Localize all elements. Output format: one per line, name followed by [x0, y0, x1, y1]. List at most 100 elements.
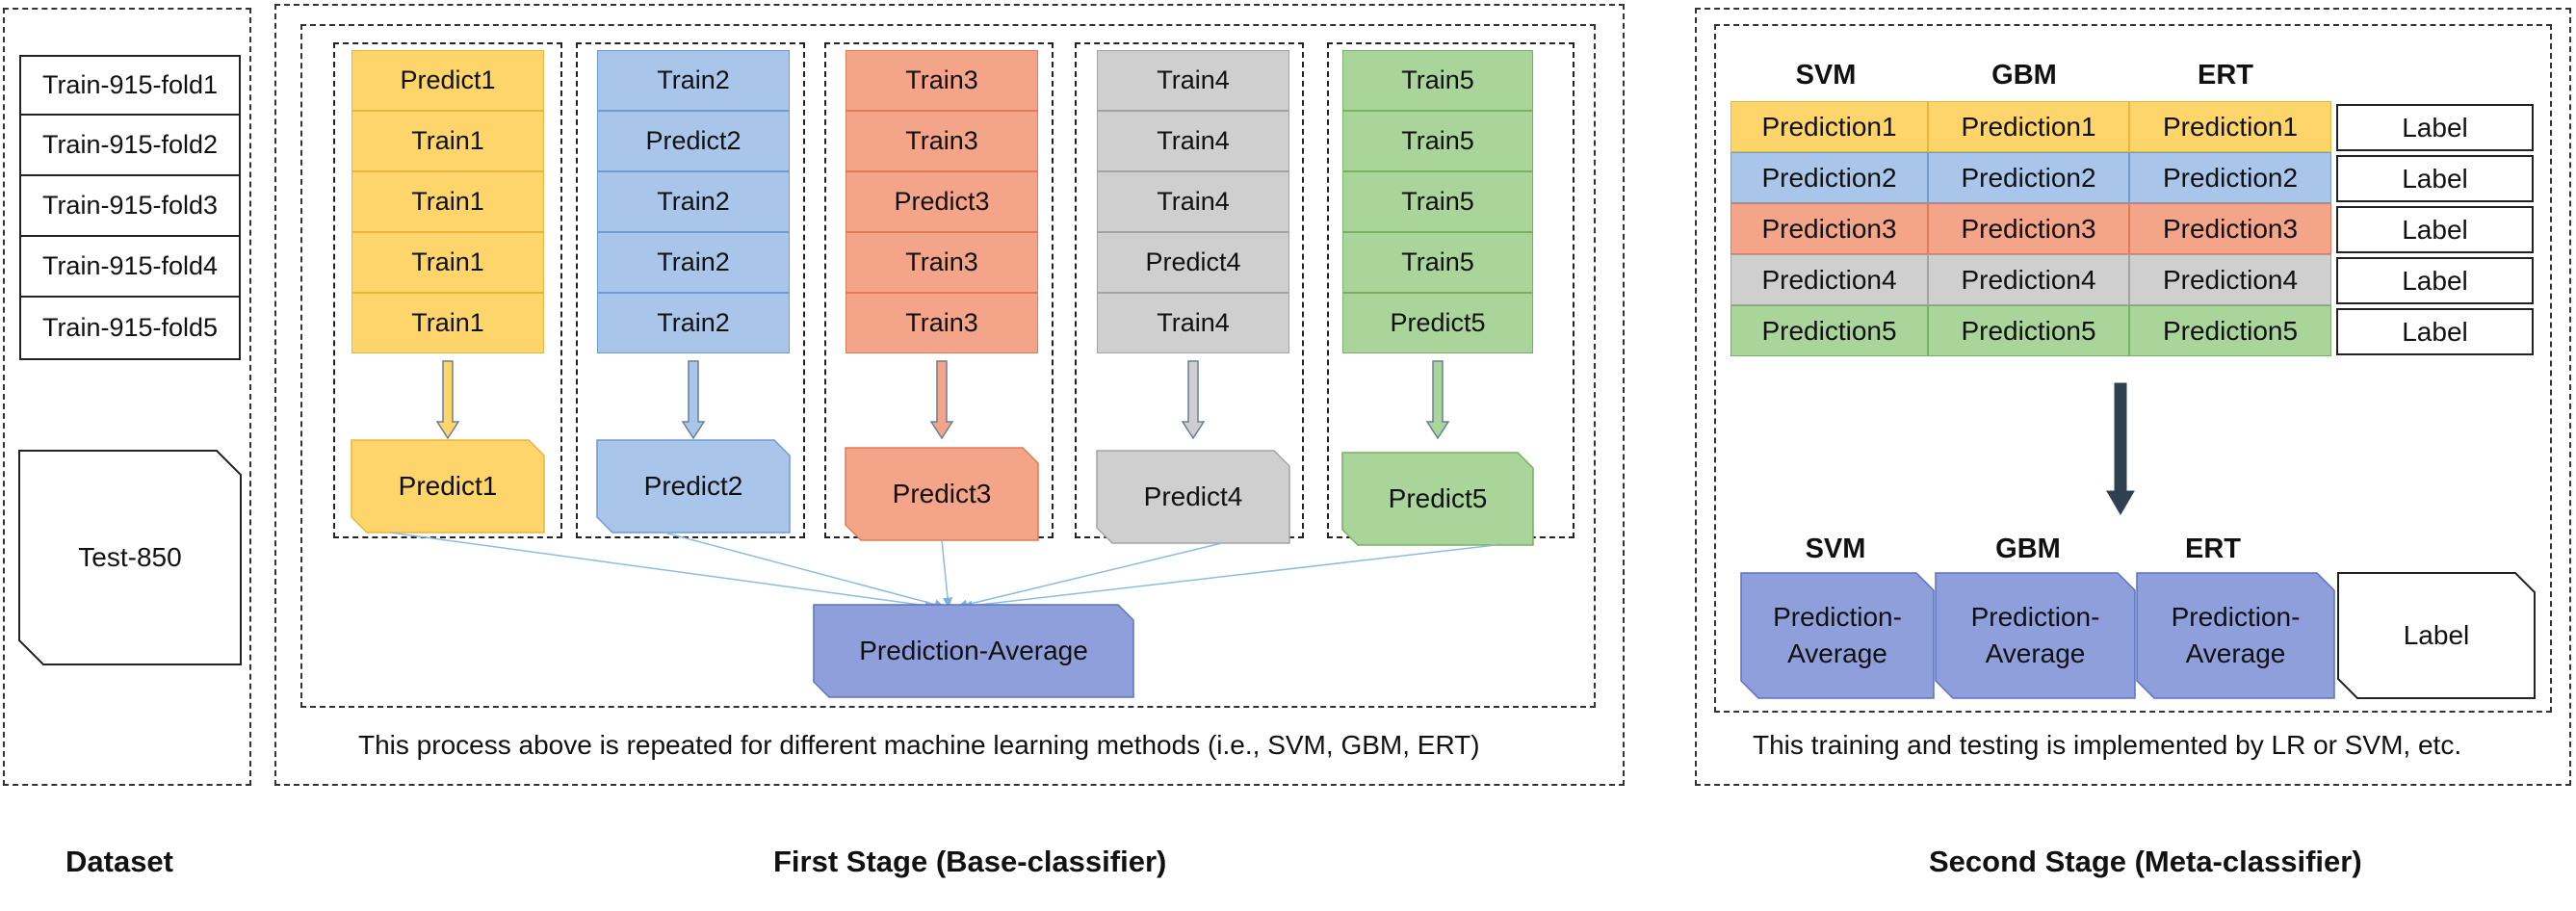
meta-label-1: Label	[2336, 104, 2534, 151]
fold-cell-2-5: Train2	[597, 293, 790, 353]
fold-cell-4: Train-915-fold4	[19, 237, 241, 298]
meta-cell-2-2: Prediction2	[1928, 152, 2129, 203]
down-arrow-1	[435, 360, 460, 440]
output-label-2: Predict2	[643, 471, 743, 501]
meta-label-3: Label	[2336, 206, 2534, 253]
meta-header-ert: ERT	[2198, 59, 2253, 91]
fold-cell-4-2: Train4	[1097, 111, 1289, 171]
output-label-4: Predict4	[1143, 482, 1243, 511]
meta-average-shape-3	[2136, 572, 2335, 699]
fold-cell-3-1: Train3	[846, 50, 1038, 111]
output-label-1: Predict1	[398, 471, 498, 501]
second-stage-inner-box	[1714, 24, 2552, 713]
test-set-label: Test-850	[78, 542, 182, 572]
fold-cell-5: Train-915-fold5	[19, 298, 241, 360]
meta-header-svm: SVM	[1795, 59, 1857, 91]
second-stage-panel	[1695, 8, 2571, 786]
meta-bottom-header-ert: ERT	[2185, 533, 2241, 564]
second-stage-caption: This training and testing is implemented…	[1753, 730, 2462, 760]
fold-cell-2-4: Train2	[597, 232, 790, 293]
converge-line-5	[961, 544, 1496, 612]
fold-cell-1: Train-915-fold1	[19, 55, 241, 116]
fold-cell-1-2: Train1	[351, 111, 544, 171]
meta-label-5: Label	[2336, 308, 2534, 355]
output-shape-2	[596, 439, 791, 534]
meta-cell-5-1: Prediction5	[1730, 305, 1928, 356]
meta-down-arrow	[2106, 382, 2135, 515]
down-arrow-3	[929, 360, 954, 440]
first-stage-caption: This process above is repeated for diffe…	[358, 730, 1480, 760]
fold-cell-4-1: Train4	[1097, 50, 1289, 111]
output-shape-5	[1341, 452, 1534, 546]
meta-average-label-3: Prediction- Average	[2171, 602, 2301, 668]
meta-average-shape-2	[1935, 572, 2136, 699]
dataset-panel	[3, 8, 251, 786]
fold-cell-2-2: Predict2	[597, 111, 790, 171]
meta-bottom-label-shape	[2337, 572, 2536, 699]
second-stage-title: Second Stage (Meta-classifier)	[1929, 845, 2362, 878]
meta-label-2: Label	[2336, 155, 2534, 202]
fold-cell-1-4: Train1	[351, 232, 544, 293]
fold-cell-3-4: Train3	[846, 232, 1038, 293]
fold-cell-4-5: Train4	[1097, 293, 1289, 353]
meta-cell-5-2: Prediction5	[1928, 305, 2129, 356]
output-label-3: Predict3	[892, 479, 992, 508]
prediction-average-label: Prediction-Average	[859, 636, 1088, 665]
fold-cell-3-2: Train3	[846, 111, 1038, 171]
fold-cell-5-4: Train5	[1342, 232, 1533, 293]
meta-cell-2-3: Prediction2	[2129, 152, 2331, 203]
fold-cell-3-5: Train3	[846, 293, 1038, 353]
fold-cell-5-3: Train5	[1342, 171, 1533, 232]
output-shape-3	[845, 447, 1039, 541]
fold-cell-1-5: Train1	[351, 293, 544, 353]
dataset-title: Dataset	[65, 845, 173, 878]
meta-cell-1-2: Prediction1	[1928, 101, 2129, 152]
converge-line-1	[389, 532, 936, 611]
first-stage-panel	[274, 4, 1625, 786]
fold-cell-5-5: Predict5	[1342, 293, 1533, 353]
fold-cell-3-3: Predict3	[846, 171, 1038, 232]
prediction-average-shape	[813, 604, 1134, 698]
test-set-shape	[18, 450, 242, 665]
converge-line-4	[956, 542, 1223, 610]
fold-cell-3: Train-915-fold3	[19, 176, 241, 237]
fold-cell-2-1: Train2	[597, 50, 790, 111]
output-shape-4	[1096, 450, 1290, 544]
first-stage-title: First Stage (Base-classifier)	[773, 845, 1167, 878]
meta-average-label-1: Prediction- Average	[1773, 602, 1902, 668]
fold-column-box-2	[576, 42, 805, 538]
fold-cell-2: Train-915-fold2	[19, 116, 241, 176]
meta-cell-4-1: Prediction4	[1730, 254, 1928, 305]
meta-cell-2-1: Prediction2	[1730, 152, 1928, 203]
down-arrow-2	[681, 360, 706, 440]
fold-cell-1-1: Predict1	[351, 50, 544, 111]
converge-line-2	[664, 532, 946, 610]
down-arrow-5	[1425, 360, 1450, 440]
meta-cell-3-1: Prediction3	[1730, 203, 1928, 254]
converge-line-3	[941, 539, 953, 609]
output-label-5: Predict5	[1388, 483, 1488, 513]
fold-cell-2-3: Train2	[597, 171, 790, 232]
output-shape-1	[351, 439, 545, 534]
meta-cell-1-3: Prediction1	[2129, 101, 2331, 152]
meta-cell-3-2: Prediction3	[1928, 203, 2129, 254]
first-stage-inner-box	[300, 24, 1596, 708]
down-arrow-4	[1181, 360, 1206, 440]
fold-cell-1-3: Train1	[351, 171, 544, 232]
fold-cell-4-4: Predict4	[1097, 232, 1289, 293]
fold-cell-4-3: Train4	[1097, 171, 1289, 232]
meta-header-gbm: GBM	[1991, 59, 2057, 91]
meta-cell-5-3: Prediction5	[2129, 305, 2331, 356]
meta-cell-1-1: Prediction1	[1730, 101, 1928, 152]
meta-bottom-header-svm: SVM	[1805, 533, 1866, 564]
fold-cell-5-1: Train5	[1342, 50, 1533, 111]
meta-label-4: Label	[2336, 257, 2534, 304]
meta-cell-4-2: Prediction4	[1928, 254, 2129, 305]
meta-cell-3-3: Prediction3	[2129, 203, 2331, 254]
meta-bottom-header-gbm: GBM	[1995, 533, 2061, 564]
fold-column-box-1	[333, 42, 562, 538]
meta-average-label-2: Prediction- Average	[1970, 602, 2100, 668]
